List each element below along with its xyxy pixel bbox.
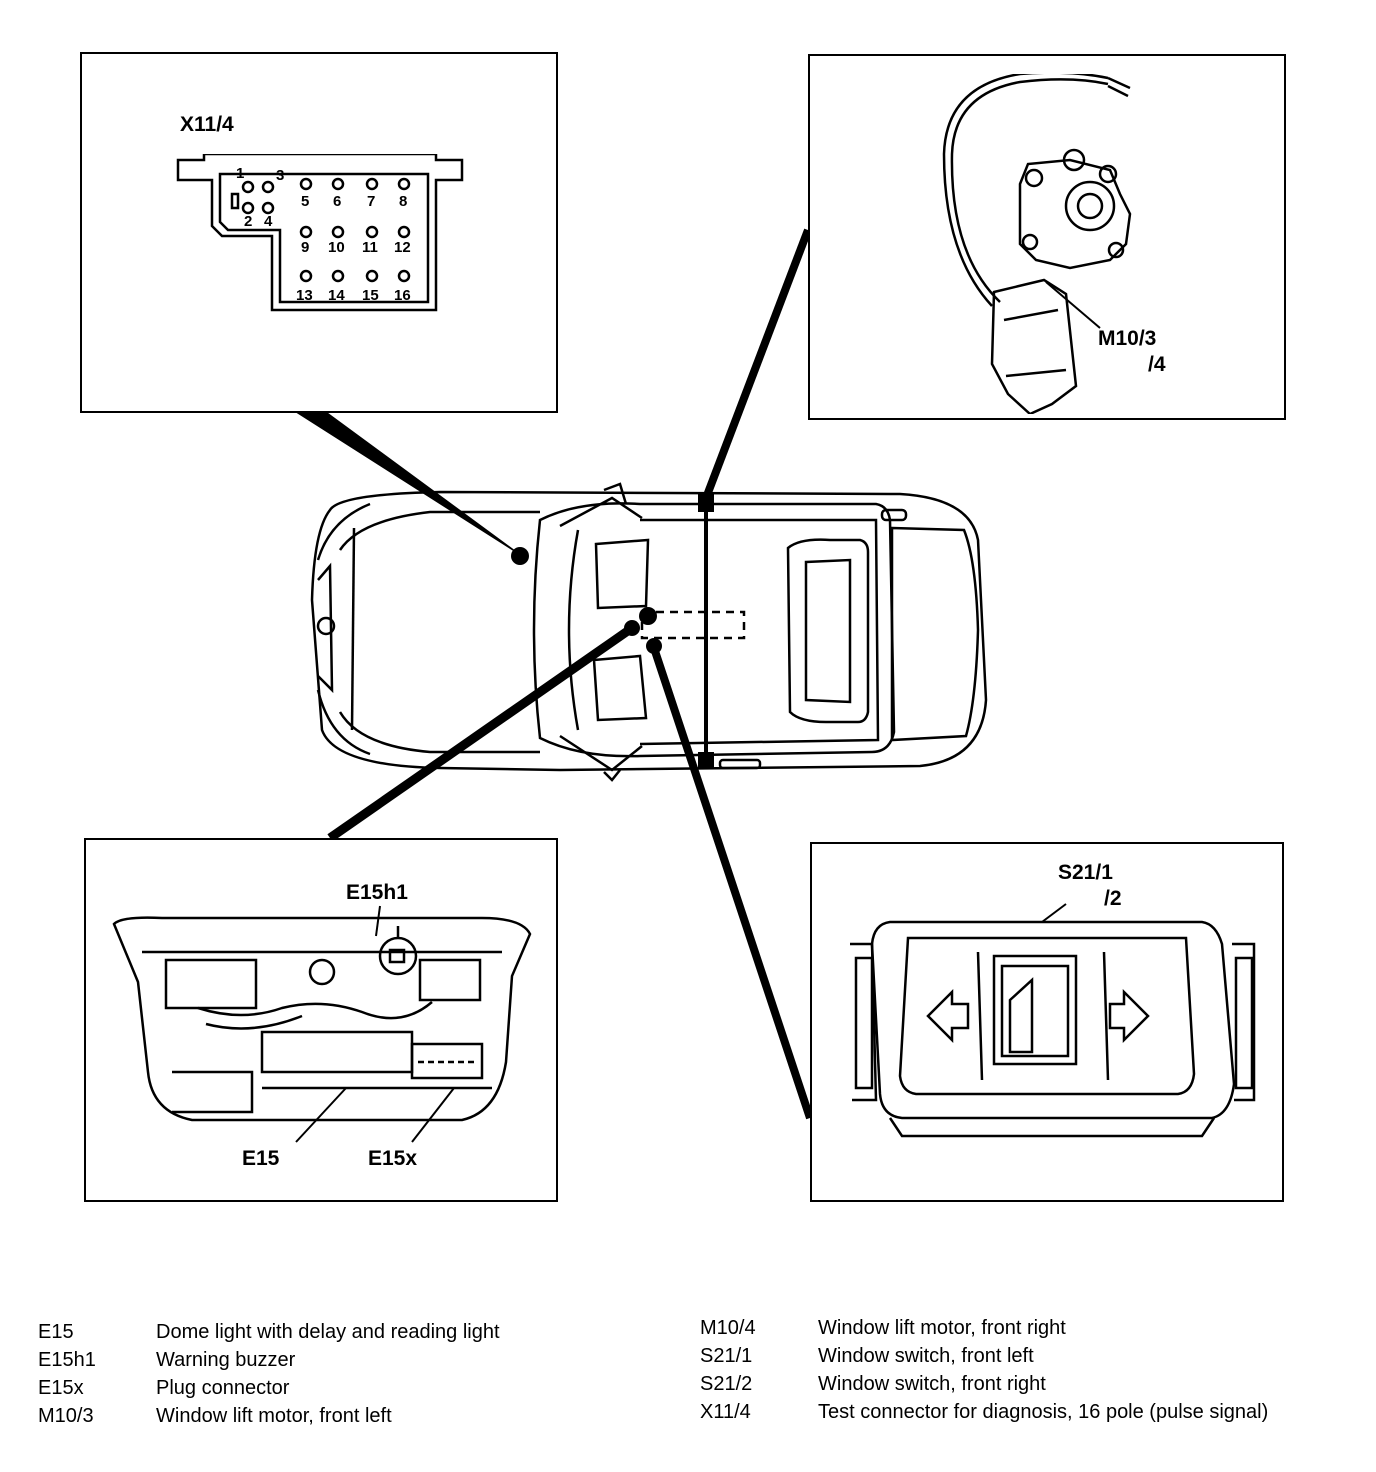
- pin-15: 15: [362, 287, 379, 304]
- x11-connector-drawing: 1 2 3 4 5 6 7 8 9 10 11 12 13 14 15 16: [176, 154, 464, 312]
- dome-plug-label: E15x: [368, 1147, 418, 1170]
- legend-row: E15 Dome light with delay and reading li…: [38, 1318, 638, 1346]
- legend-desc: Window lift motor, front left: [156, 1405, 392, 1427]
- legend-desc: Window lift motor, front right: [818, 1317, 1066, 1339]
- legend-left: E15 Dome light with delay and reading li…: [38, 1318, 638, 1430]
- legend-row: X11/4 Test connector for diagnosis, 16 p…: [700, 1398, 1340, 1454]
- pin-7: 7: [367, 193, 375, 210]
- pin-1: 1: [236, 165, 244, 182]
- pin-10: 10: [328, 239, 345, 256]
- leader-dome: [327, 624, 635, 842]
- legend-desc: Warning buzzer: [156, 1349, 296, 1371]
- car-top-view: [310, 482, 988, 782]
- legend-code: S21/2: [700, 1373, 753, 1395]
- motor-location-bottom: [698, 752, 714, 768]
- pin-9: 9: [301, 239, 309, 256]
- pin-8: 8: [399, 193, 407, 210]
- leader-x11: [294, 411, 523, 557]
- legend-code: M10/3: [38, 1405, 94, 1427]
- legend-desc: Window switch, front right: [818, 1373, 1046, 1395]
- switch-location-dot: [646, 638, 662, 654]
- window-motor-drawing: [942, 74, 1132, 414]
- location-dots: [511, 494, 714, 768]
- legend-right: M10/4 Window lift motor, front right S21…: [700, 1314, 1340, 1454]
- motor-label-leader: [1045, 281, 1101, 329]
- pin-14: 14: [328, 287, 345, 304]
- legend-desc: Plug connector: [156, 1377, 290, 1399]
- pin-2: 2: [244, 213, 252, 230]
- legend-row: E15x Plug connector: [38, 1374, 638, 1402]
- panel-window-motor: M10/3 /4: [808, 54, 1286, 420]
- x11-location-dot: [511, 547, 529, 565]
- legend-code: E15x: [38, 1377, 84, 1399]
- dome-leaders: [295, 1087, 455, 1143]
- dome-location-dot: [639, 607, 657, 625]
- dome-light-drawing: [112, 916, 532, 1122]
- pin-12: 12: [394, 239, 411, 256]
- legend-desc: Window switch, front left: [818, 1345, 1034, 1367]
- motor-location-top: [698, 494, 714, 512]
- dome-buzzer-label: E15h1: [346, 881, 408, 904]
- legend-row: S21/1 Window switch, front left: [700, 1342, 1340, 1370]
- pin-13: 13: [296, 287, 313, 304]
- buzzer-leader: [375, 905, 381, 937]
- legend-row: M10/4 Window lift motor, front right: [700, 1314, 1340, 1342]
- legend-code: M10/4: [700, 1317, 756, 1339]
- dome-location-dot-2: [624, 620, 640, 636]
- pin-11: 11: [362, 239, 378, 256]
- switch-label-line1: S21/1: [1058, 861, 1113, 884]
- legend-code: S21/1: [700, 1345, 753, 1367]
- legend-code: E15h1: [38, 1349, 96, 1371]
- switch-label-line2: /2: [1104, 887, 1122, 910]
- panel-dome-light: E15h1 E15 E15x: [84, 838, 558, 1202]
- pin-6: 6: [333, 193, 341, 210]
- x11-title: X11/4: [180, 113, 234, 136]
- motor-label-line1: M10/3: [1098, 327, 1157, 350]
- leader-switch: [648, 640, 814, 1120]
- switch-leader: [1041, 903, 1067, 923]
- pin-16: 16: [394, 287, 411, 304]
- legend-code: E15: [38, 1321, 74, 1343]
- legend-row: E15h1 Warning buzzer: [38, 1346, 638, 1374]
- dome-light-label: E15: [242, 1147, 280, 1170]
- window-switch-drawing: [850, 920, 1256, 1138]
- legend-desc: Dome light with delay and reading light: [156, 1321, 500, 1343]
- pin-5: 5: [301, 193, 309, 210]
- legend-desc: Test connector for diagnosis, 16 pole (p…: [818, 1401, 1269, 1423]
- leader-motor: [702, 228, 812, 500]
- motor-label-line2: /4: [1148, 353, 1166, 376]
- legend-row: S21/2 Window switch, front right: [700, 1370, 1340, 1398]
- pin-3: 3: [276, 167, 284, 184]
- legend-code: X11/4: [700, 1401, 751, 1423]
- legend-row: M10/3 Window lift motor, front left: [38, 1402, 638, 1430]
- panel-x11-connector: X11/4 1 2 3 4 5 6 7 8 9 10 11 12 13: [80, 52, 558, 413]
- panel-window-switch: S21/1 /2: [810, 842, 1284, 1202]
- pin-4: 4: [264, 213, 273, 230]
